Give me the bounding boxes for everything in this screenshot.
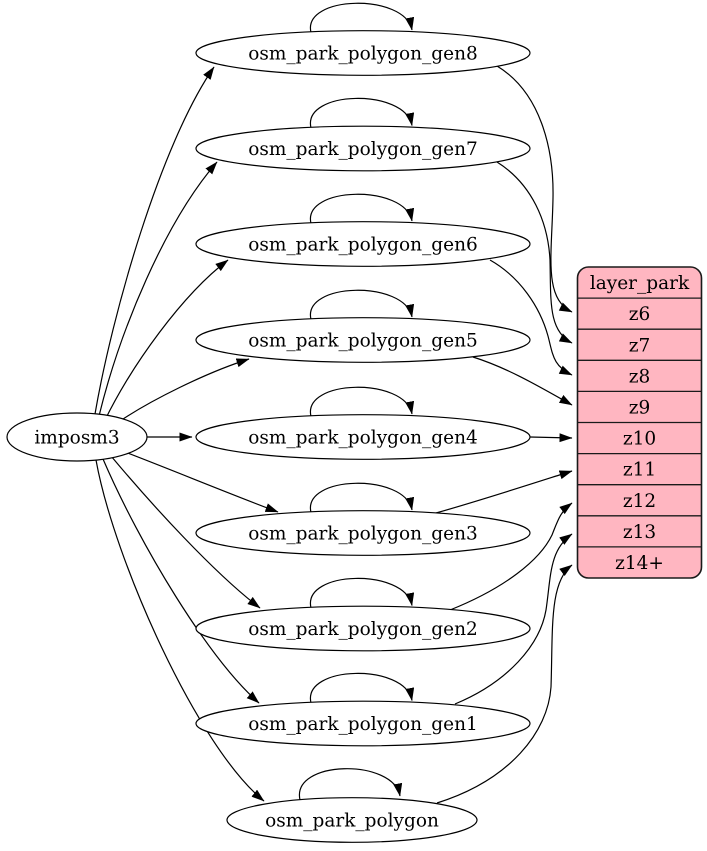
self-loop-gen5 bbox=[310, 289, 415, 320]
node-osm-park-polygon-gen3: osm_park_polygon_gen3 bbox=[195, 510, 531, 556]
node-gen8-label: osm_park_polygon_gen8 bbox=[248, 43, 478, 64]
table-row-z12: z12 bbox=[623, 491, 656, 512]
edge-imposm3-to-gen6 bbox=[104, 259, 229, 421]
edge-gen7-to-z7 bbox=[496, 161, 573, 344]
node-gen5-label: osm_park_polygon_gen5 bbox=[248, 330, 478, 351]
edge-imposm3-to-gen2 bbox=[110, 455, 261, 609]
node-gen3-label: osm_park_polygon_gen3 bbox=[248, 523, 478, 544]
self-loop-gen8 bbox=[310, 2, 415, 33]
self-loops bbox=[299, 2, 415, 801]
edge-gen2-to-z12 bbox=[449, 502, 573, 611]
self-loop-gen6 bbox=[310, 193, 415, 224]
node-gen4-shape bbox=[195, 414, 531, 460]
node-gen8-shape bbox=[195, 30, 531, 76]
edges-to-table bbox=[435, 65, 573, 804]
edge-imposm3-to-gen1 bbox=[102, 458, 260, 704]
edge-imposm3-to-polygon bbox=[95, 459, 265, 802]
node-imposm3-shape bbox=[6, 412, 148, 462]
table-row-z9: z9 bbox=[629, 397, 651, 418]
node-gen1-shape bbox=[195, 700, 531, 747]
node-polygon-label: osm_park_polygon bbox=[265, 810, 439, 831]
node-gen2-shape bbox=[195, 605, 531, 652]
node-gen7-shape bbox=[195, 125, 531, 172]
node-imposm3: imposm3 bbox=[6, 412, 148, 462]
edge-gen1-to-z13 bbox=[454, 533, 573, 705]
edge-gen8-to-z6 bbox=[496, 65, 573, 313]
edge-gen3-to-z11 bbox=[435, 470, 573, 514]
node-osm-park-polygon-gen5: osm_park_polygon_gen5 bbox=[195, 317, 531, 363]
edge-gen5-to-z9 bbox=[472, 356, 573, 406]
node-osm-park-polygon-gen2: osm_park_polygon_gen2 bbox=[195, 605, 531, 652]
table-layer-park: layer_park z6 z7 z8 z9 z10 z11 z12 z13 z… bbox=[576, 266, 703, 579]
node-gen7-label: osm_park_polygon_gen7 bbox=[248, 139, 478, 160]
self-loop-gen7 bbox=[310, 97, 415, 129]
node-osm-park-polygon-gen6: osm_park_polygon_gen6 bbox=[195, 221, 531, 267]
node-polygon-shape bbox=[226, 797, 478, 843]
node-gen4-label: osm_park_polygon_gen4 bbox=[248, 427, 478, 448]
edge-gen6-to-z8 bbox=[489, 259, 573, 376]
node-osm-park-polygon-gen4: osm_park_polygon_gen4 bbox=[195, 414, 531, 460]
self-loop-gen4 bbox=[310, 386, 415, 417]
table-row-z14: z14+ bbox=[615, 553, 664, 574]
edge-polygon-to-z14 bbox=[436, 564, 573, 804]
node-osm-park-polygon: osm_park_polygon bbox=[226, 797, 478, 843]
node-osm-park-polygon-gen8: osm_park_polygon_gen8 bbox=[195, 30, 531, 76]
edge-gen4-to-z10 bbox=[529, 433, 573, 443]
edges-from-source bbox=[94, 66, 279, 802]
self-loop-gen2 bbox=[310, 577, 415, 609]
table-row-z8: z8 bbox=[629, 366, 651, 387]
table-row-z10: z10 bbox=[623, 429, 656, 450]
edge-imposm3-to-gen3 bbox=[124, 451, 279, 513]
node-gen2-label: osm_park_polygon_gen2 bbox=[248, 619, 478, 640]
table-row-z13: z13 bbox=[623, 522, 656, 543]
node-imposm3-label: imposm3 bbox=[34, 427, 119, 448]
edge-imposm3-to-gen5 bbox=[113, 358, 250, 426]
self-loop-gen3 bbox=[310, 482, 415, 513]
edge-imposm3-to-gen8 bbox=[94, 66, 215, 415]
self-loop-gen1 bbox=[310, 672, 415, 704]
table-title: layer_park bbox=[590, 273, 690, 294]
node-gen5-shape bbox=[195, 317, 531, 363]
table-row-z7: z7 bbox=[629, 335, 651, 356]
table-row-z11: z11 bbox=[623, 460, 656, 481]
node-gen6-label: osm_park_polygon_gen6 bbox=[248, 234, 478, 255]
edge-imposm3-to-gen7 bbox=[98, 161, 218, 417]
node-osm-park-polygon-gen1: osm_park_polygon_gen1 bbox=[195, 700, 531, 747]
node-gen6-shape bbox=[195, 221, 531, 267]
table-row-z6: z6 bbox=[629, 304, 651, 325]
node-gen3-shape bbox=[195, 510, 531, 556]
self-loop-polygon bbox=[299, 768, 403, 801]
node-osm-park-polygon-gen7: osm_park_polygon_gen7 bbox=[195, 125, 531, 172]
node-gen1-label: osm_park_polygon_gen1 bbox=[248, 714, 478, 735]
